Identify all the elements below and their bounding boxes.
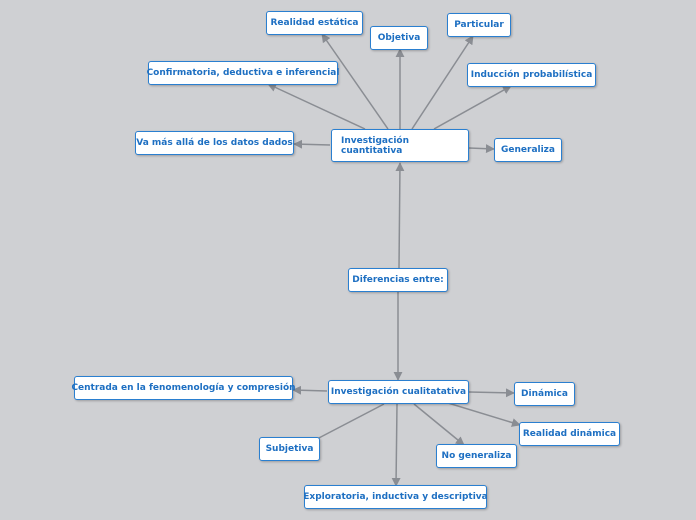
node-cualitativa[interactable]: Investigación cualitatativa (328, 380, 469, 404)
node-cuantitativa-label: Investigación cuantitativa (341, 135, 409, 156)
node-confirmatoria-label: Confirmatoria, deductiva e inferencial (146, 68, 340, 78)
node-va-mas-alla[interactable]: Va más allá de los datos dados (135, 131, 294, 155)
link-cualitativa-subjetiva (314, 403, 385, 441)
node-exploratoria-label: Exploratoria, inductiva y descriptiva (303, 492, 488, 502)
node-particular-label: Particular (454, 20, 504, 30)
node-objetiva[interactable]: Objetiva (370, 26, 428, 50)
link-cualitativa-exploratoria (391, 403, 401, 487)
node-realidad-estatica[interactable]: Realidad estática (266, 11, 363, 35)
node-exploratoria[interactable]: Exploratoria, inductiva y descriptiva (303, 485, 488, 509)
node-no-generaliza[interactable]: No generaliza (436, 444, 517, 468)
link-cuantitativa-va-mas-alla (293, 139, 331, 149)
node-objetiva-label: Objetiva (377, 33, 421, 43)
node-dinamica-label: Dinámica (521, 389, 568, 399)
node-generaliza-label: Generaliza (501, 145, 555, 155)
node-no-generaliza-label: No generaliza (441, 451, 512, 461)
link-cuantitativa-induccion (433, 85, 512, 130)
link-cualitativa-dinamica (468, 388, 515, 398)
node-cualitativa-label: Investigación cualitatativa (330, 387, 467, 397)
node-centrada[interactable]: Centrada en la fenomenología y compresió… (71, 376, 296, 400)
node-subjetiva-label: Subjetiva (265, 444, 314, 454)
link-cuantitativa-particular (411, 35, 474, 130)
node-va-mas-alla-label: Va más allá de los datos dados (136, 138, 293, 148)
node-center-label: Diferencias entre: (352, 275, 444, 285)
link-cuantitativa-realidad-estatica (321, 33, 389, 130)
link-cuantitativa-confirmatoria (267, 83, 366, 130)
node-centrada-label: Centrada en la fenomenología y compresió… (71, 383, 296, 393)
node-cuantitativa[interactable]: Investigación cuantitativa (331, 129, 469, 162)
link-cualitativa-no-generaliza (413, 403, 465, 446)
node-realidad-dinamica[interactable]: Realidad dinámica (519, 422, 620, 446)
node-particular[interactable]: Particular (447, 13, 511, 37)
node-center[interactable]: Diferencias entre: (348, 268, 448, 292)
node-induccion[interactable]: Inducción probabilística (467, 63, 596, 87)
link-cualitativa-realidad-dinamica (447, 402, 521, 427)
node-subjetiva[interactable]: Subjetiva (259, 437, 320, 461)
node-dinamica[interactable]: Dinámica (514, 382, 575, 406)
node-induccion-label: Inducción probabilística (470, 70, 593, 80)
node-realidad-estatica-label: Realidad estática (270, 18, 359, 28)
node-confirmatoria[interactable]: Confirmatoria, deductiva e inferencial (146, 61, 340, 85)
node-realidad-dinamica-label: Realidad dinámica (522, 429, 617, 439)
link-center-cuantitativa (395, 162, 405, 269)
link-cualitativa-centrada (292, 385, 328, 395)
node-generaliza[interactable]: Generaliza (494, 138, 562, 162)
link-cuantitativa-generaliza (468, 144, 495, 154)
